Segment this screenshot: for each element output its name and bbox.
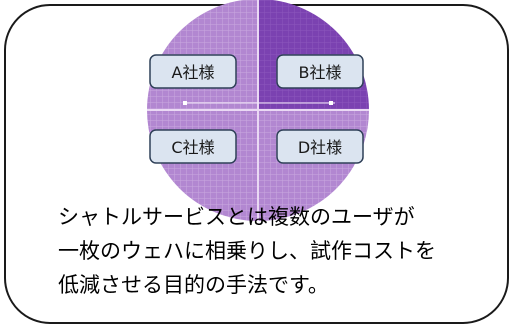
caption-line-2: 一枚のウェハに相乗りし、試作コストを bbox=[58, 239, 436, 263]
company-a-label: A社様 bbox=[172, 63, 215, 82]
company-b-box: B社様 bbox=[276, 54, 364, 89]
caption-line-3: 低減させる目的の手法です。 bbox=[58, 273, 329, 297]
company-d-label: D社様 bbox=[298, 138, 342, 157]
company-a-box: A社様 bbox=[149, 54, 237, 89]
company-c-box: C社様 bbox=[149, 129, 237, 164]
wafer bbox=[147, 0, 369, 221]
company-c-label: C社様 bbox=[171, 138, 214, 157]
caption: シャトルサービスとは複数のユーザが 一枚のウェハに相乗りし、試作コストを 低減さ… bbox=[58, 200, 498, 302]
caption-line-1: シャトルサービスとは複数のユーザが bbox=[58, 205, 415, 229]
company-b-label: B社様 bbox=[299, 63, 342, 82]
wafer-marker-left bbox=[183, 101, 187, 105]
company-d-box: D社様 bbox=[276, 129, 364, 164]
wafer-marker-right bbox=[329, 101, 333, 105]
